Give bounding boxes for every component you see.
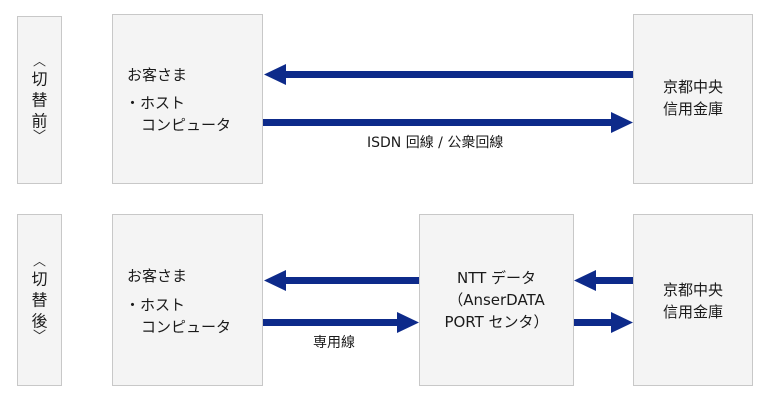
arrow-customer-to-ntt-after — [263, 312, 419, 333]
bank-name-2-after: 信用金庫 — [662, 303, 723, 321]
arrow-bank-to-customer-before — [264, 64, 633, 85]
customer-box-before: お客さま ・ホスト コンピュータ — [112, 14, 263, 184]
bank-name-2-before: 信用金庫 — [662, 100, 723, 118]
bank-name-1-after: 京都中央 — [662, 281, 723, 299]
bank-box-before: 京都中央 信用金庫 — [633, 14, 753, 184]
label-after-char-1: 切 — [31, 269, 48, 289]
arrow-ntt-to-bank-after — [574, 312, 633, 333]
label-after: ︿ 切 替 後 ﹀ — [18, 254, 61, 345]
customer-host-before: ・ホスト — [125, 94, 186, 112]
ntt-box-after: NTT データ （AnserDATA PORT センタ） — [419, 214, 574, 386]
arrow-customer-to-bank-before — [263, 112, 633, 133]
ntt-name-3: PORT センタ） — [444, 313, 549, 331]
customer-host-after: ・ホスト — [125, 296, 186, 314]
label-before: ︿ 切 替 前 ﹀ — [18, 54, 61, 145]
bracket-top: ︿ — [32, 254, 46, 270]
label-after-char-3: 後 — [31, 311, 48, 331]
link-label-before: ISDN 回線 / 公衆回線 — [367, 135, 504, 151]
customer-computer-before: コンピュータ — [141, 116, 232, 134]
label-before-char-1: 切 — [31, 69, 48, 89]
customer-box-after: お客さま ・ホスト コンピュータ — [112, 214, 263, 386]
bracket-bottom: ﹀ — [32, 129, 46, 145]
label-before-char-2: 替 — [31, 90, 48, 110]
label-box-after: ︿ 切 替 後 ﹀ — [17, 214, 62, 386]
label-before-char-3: 前 — [31, 111, 48, 131]
customer-title-before: お客さま — [127, 66, 188, 84]
arrow-ntt-to-customer-after — [264, 270, 419, 291]
bracket-top: ︿ — [32, 54, 46, 70]
customer-title-after: お客さま — [127, 267, 188, 285]
bracket-bottom: ﹀ — [32, 329, 46, 345]
customer-computer-after: コンピュータ — [141, 318, 232, 336]
bank-box-after: 京都中央 信用金庫 — [633, 214, 753, 386]
arrow-bank-to-ntt-after — [574, 270, 633, 291]
bank-name-1-before: 京都中央 — [662, 78, 723, 96]
label-after-char-2: 替 — [31, 290, 48, 310]
ntt-name-1: NTT データ — [456, 269, 537, 287]
link-label-after: 専用線 — [313, 335, 355, 351]
ntt-name-2: （AnserDATA — [448, 291, 545, 309]
label-box-before: ︿ 切 替 前 ﹀ — [17, 16, 62, 184]
